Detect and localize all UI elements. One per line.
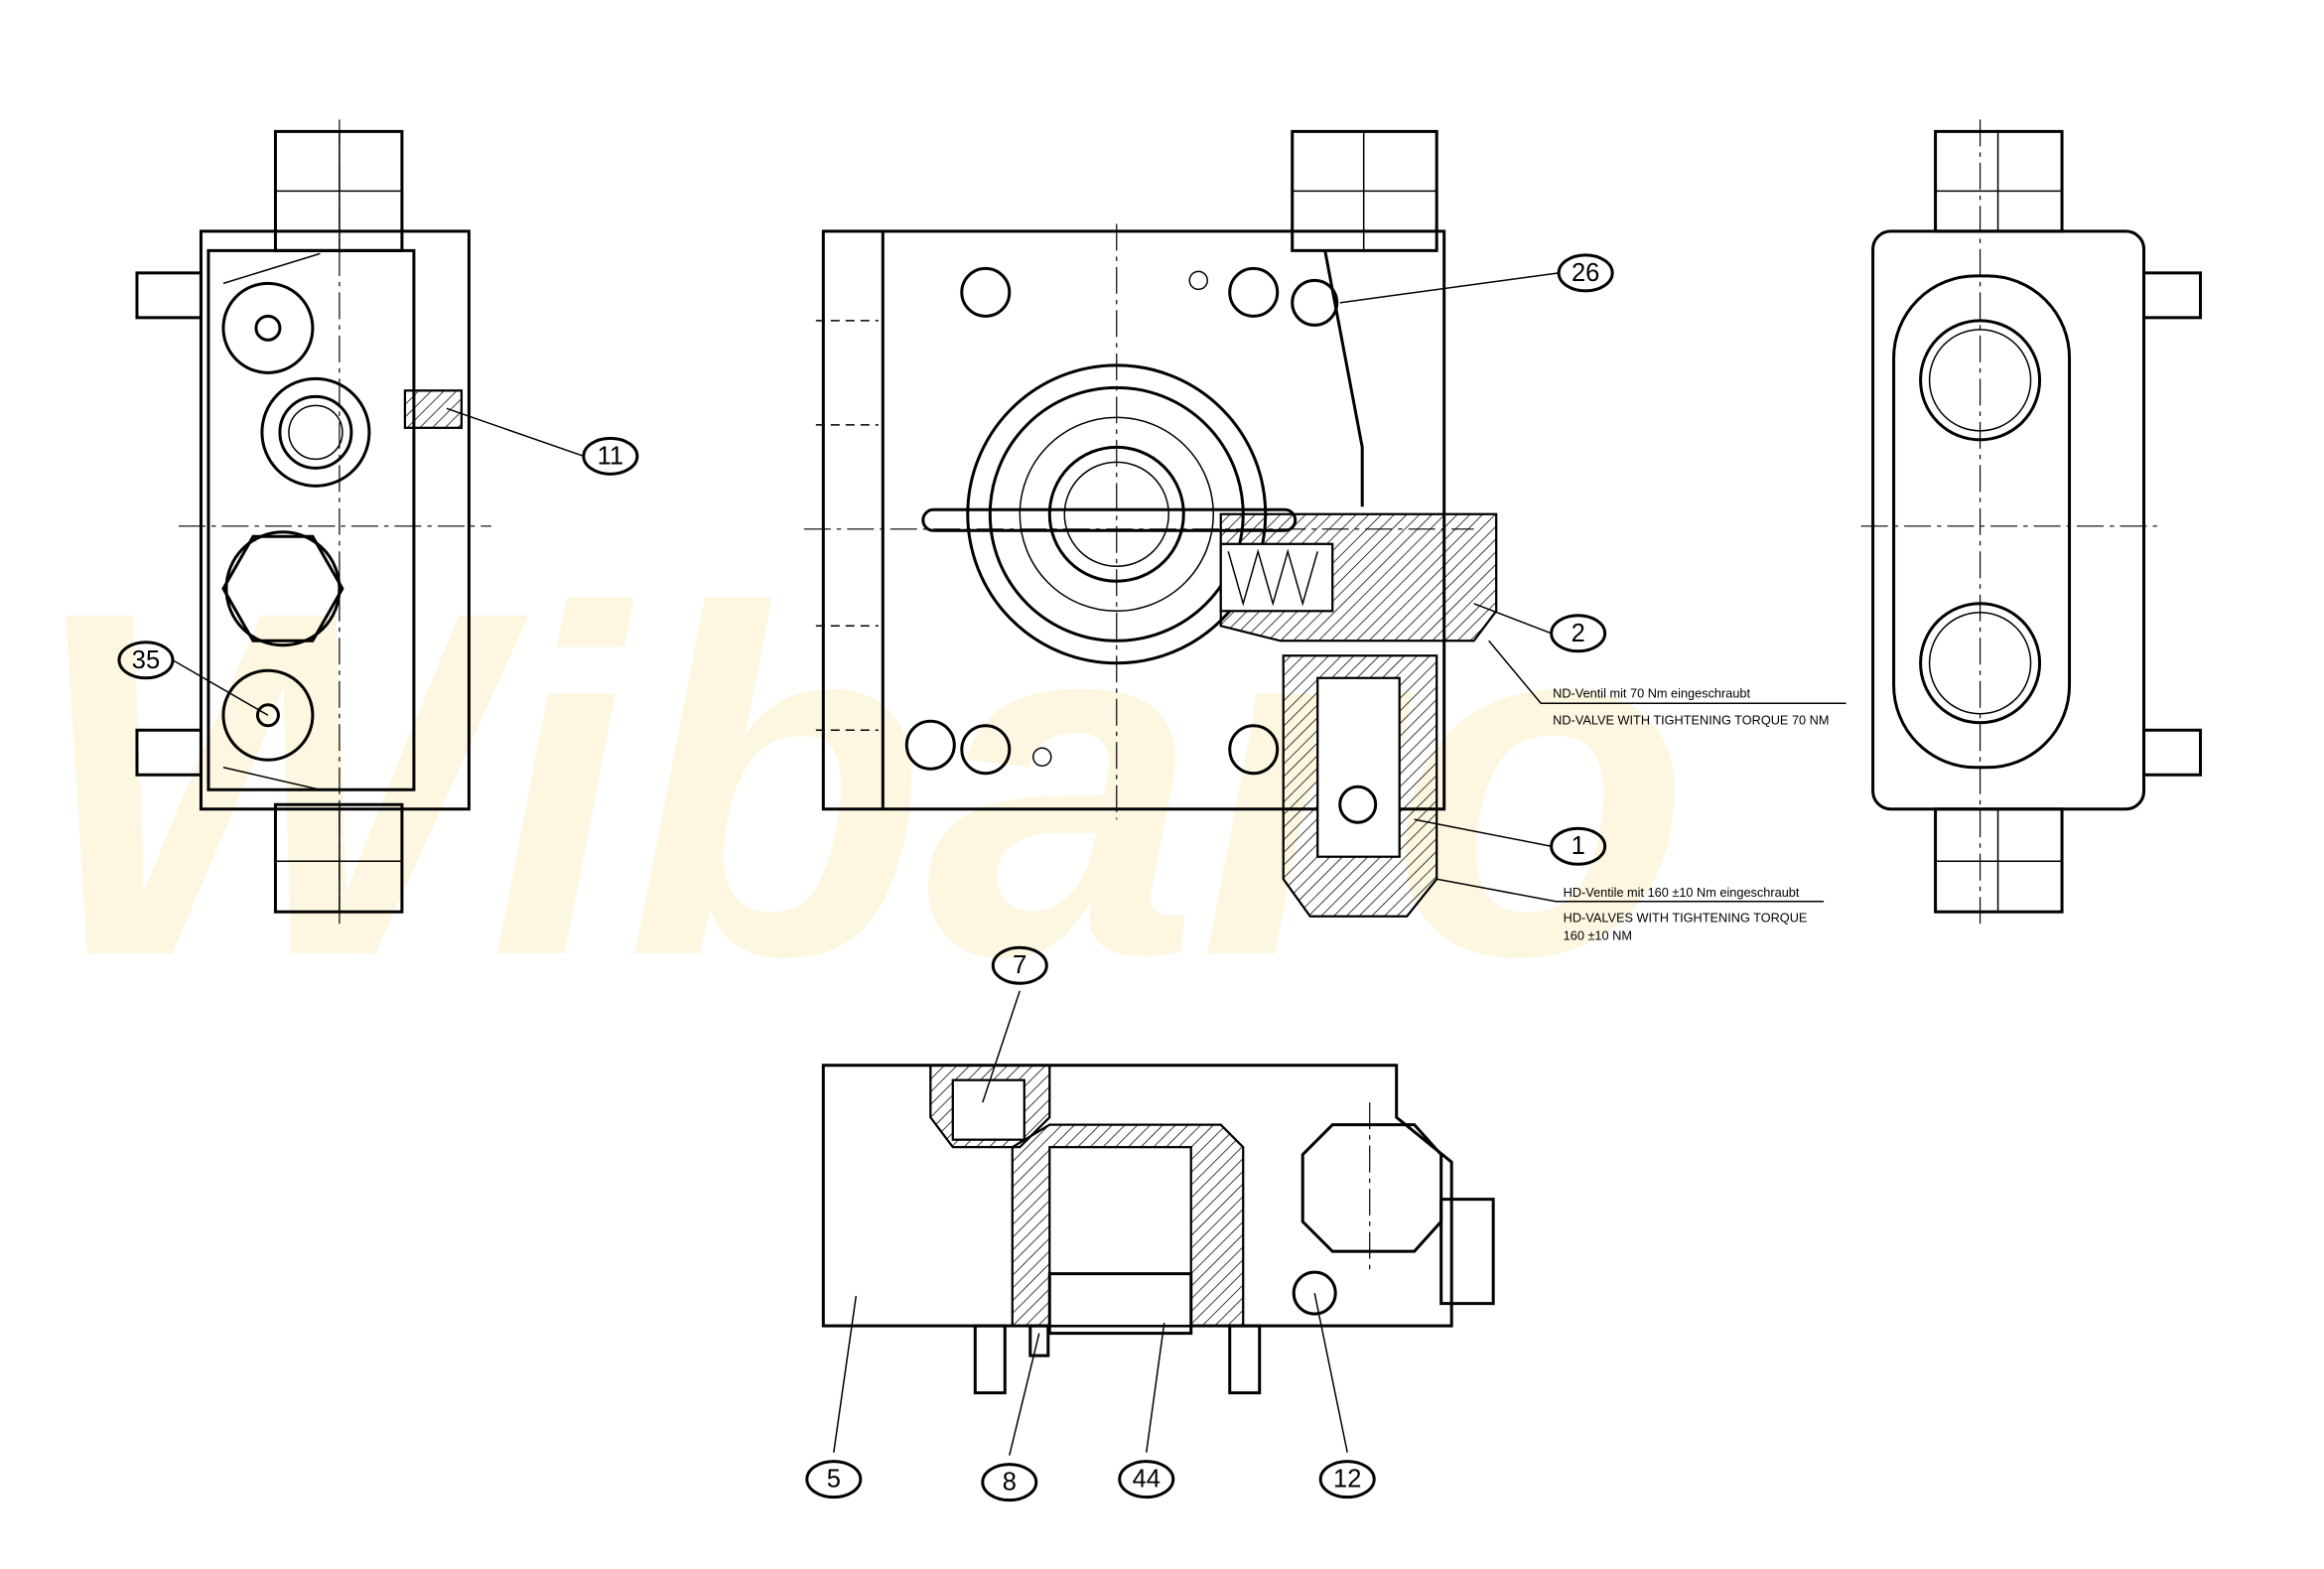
hd-valve-note-en-2: 160 ±10 NM (1564, 928, 1632, 943)
callout-5: 5 (805, 1460, 863, 1499)
callout-1: 1 (1550, 826, 1607, 866)
nd-valve-note-de: ND-Ventil mit 70 Nm eingeschraubt (1553, 685, 1750, 700)
left-side-view (135, 119, 491, 925)
callout-8: 8 (981, 1463, 1038, 1502)
callout-7: 7 (991, 945, 1048, 985)
callout-35: 35 (117, 641, 175, 680)
svg-text:8: 8 (1003, 1469, 1017, 1497)
front-section-view (803, 129, 1498, 918)
svg-text:2: 2 (1572, 620, 1585, 647)
svg-text:11: 11 (598, 442, 623, 470)
hd-valve-note-de: HD-Ventile mit 160 ±10 Nm eingeschraubt (1564, 885, 1800, 900)
leader-lines (172, 272, 1846, 1456)
hd-valve-note-en-1: HD-VALVES WITH TIGHTENING TORQUE (1564, 911, 1808, 926)
svg-text:44: 44 (1133, 1466, 1161, 1494)
callout-12: 12 (1318, 1460, 1376, 1499)
svg-text:7: 7 (1013, 951, 1026, 979)
svg-text:5: 5 (827, 1466, 841, 1494)
bottom-section-view (821, 1064, 1495, 1395)
svg-text:12: 12 (1333, 1466, 1361, 1494)
svg-text:1: 1 (1572, 832, 1585, 860)
nd-valve-note-en: ND-VALVE WITH TIGHTENING TORQUE 70 NM (1553, 712, 1829, 727)
svg-text:26: 26 (1572, 259, 1599, 287)
svg-text:35: 35 (132, 646, 160, 674)
callout-44: 44 (1118, 1460, 1175, 1499)
callout-11: 11 (582, 436, 639, 476)
callout-26: 26 (1557, 253, 1614, 293)
right-side-view (1860, 119, 2203, 925)
callout-2: 2 (1550, 614, 1607, 653)
